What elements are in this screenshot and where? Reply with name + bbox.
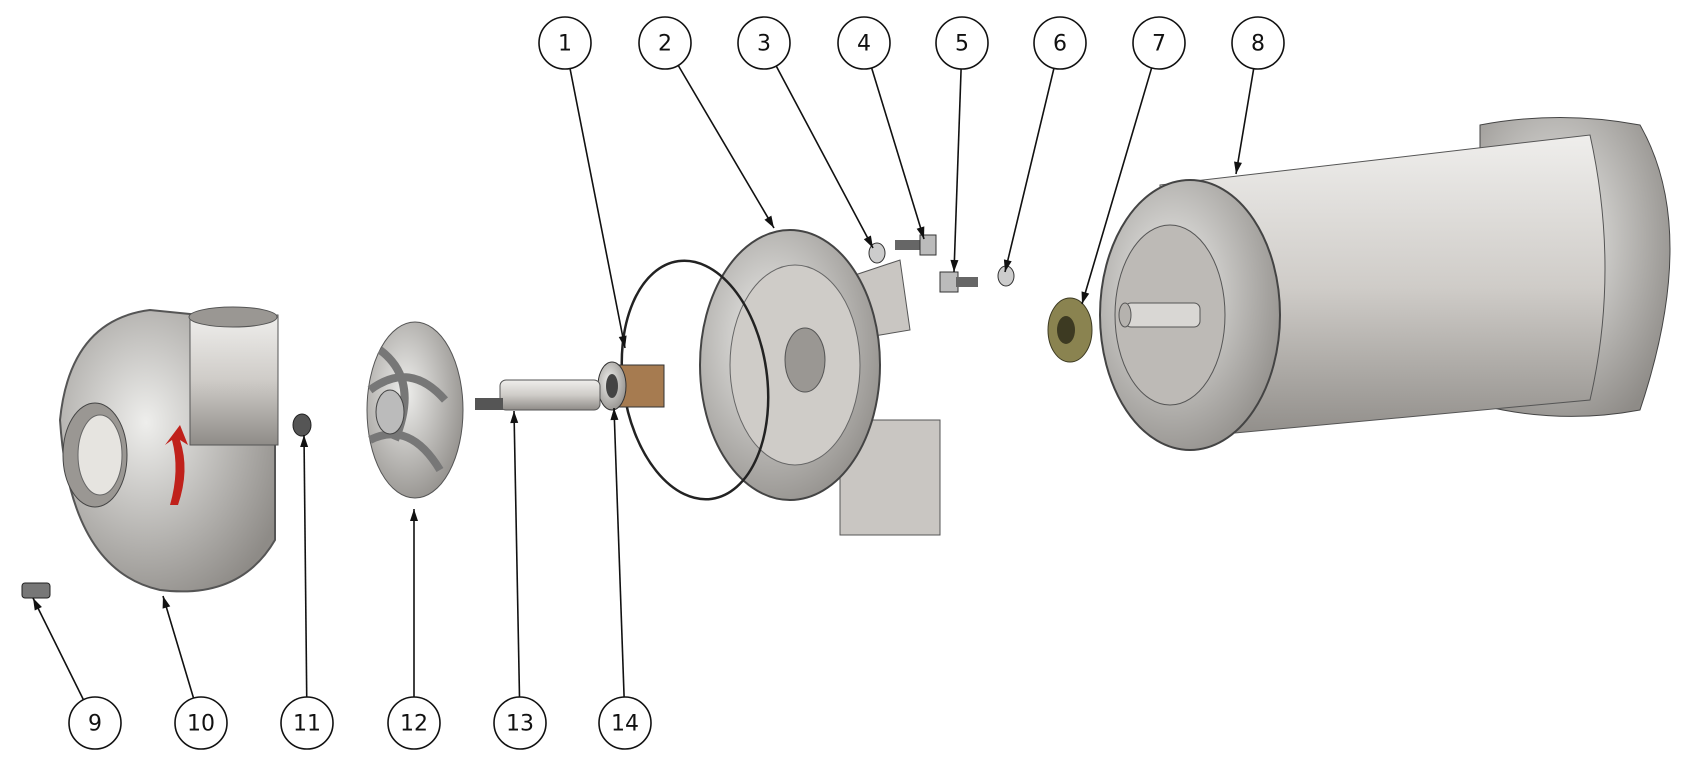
balloon-circle <box>1033 16 1087 70</box>
balloon-number: 10 <box>187 712 215 737</box>
leader-arrowhead <box>863 235 873 248</box>
balloon-number: 7 <box>1152 32 1166 57</box>
balloon-9: 9 <box>68 696 122 750</box>
part-impeller <box>366 321 464 499</box>
part-impeller-nut <box>292 413 312 437</box>
balloon-5: 5 <box>935 16 989 70</box>
balloon-number: 14 <box>611 712 639 737</box>
leader-arrowhead <box>916 226 925 239</box>
part-pump-casing <box>58 306 279 593</box>
balloon-number: 5 <box>955 32 969 57</box>
leader-line-10 <box>162 595 195 699</box>
balloon-number: 4 <box>857 32 871 57</box>
balloon-2: 2 <box>638 16 692 70</box>
balloon-3: 3 <box>737 16 791 70</box>
leader-line-4 <box>870 67 925 240</box>
part-motor <box>1099 117 1671 451</box>
balloon-number: 12 <box>400 712 428 737</box>
balloon-circle <box>387 696 441 750</box>
balloon-circle <box>935 16 989 70</box>
balloon-circle <box>538 16 592 70</box>
part-fasteners <box>868 234 1015 293</box>
balloon-8: 8 <box>1231 16 1285 70</box>
balloon-14: 14 <box>598 696 652 750</box>
leader-line-1 <box>569 68 626 349</box>
balloon-13: 13 <box>493 696 547 750</box>
balloon-number: 1 <box>558 32 572 57</box>
leader-arrowhead <box>1234 161 1242 174</box>
balloon-7: 7 <box>1132 16 1186 70</box>
leader-arrowhead <box>764 215 774 228</box>
leader-line-3 <box>775 65 874 249</box>
leader-arrowhead <box>33 598 42 611</box>
leader-line-11 <box>303 434 308 698</box>
balloon-circle <box>280 696 334 750</box>
part-shaft-sleeve <box>475 379 601 411</box>
leader-arrowhead <box>162 596 171 609</box>
part-adapter-bracket <box>699 229 941 536</box>
balloon-number: 13 <box>506 712 534 737</box>
balloon-number: 11 <box>293 712 321 737</box>
leader-line-7 <box>1081 67 1153 305</box>
balloon-number: 2 <box>658 32 672 57</box>
leader-line-8 <box>1235 68 1255 175</box>
leader-line-13 <box>513 410 521 698</box>
balloon-circle <box>638 16 692 70</box>
part-mechanical-seal <box>597 361 665 411</box>
balloon-number: 8 <box>1251 32 1265 57</box>
leader-arrowhead <box>610 408 619 421</box>
leader-line-2 <box>677 64 775 229</box>
balloon-6: 6 <box>1033 16 1087 70</box>
balloon-12: 12 <box>387 696 441 750</box>
balloon-circle <box>493 696 547 750</box>
leader-arrowhead <box>618 335 627 348</box>
leader-arrowhead <box>510 411 519 424</box>
balloon-11: 11 <box>280 696 334 750</box>
balloon-number: 3 <box>757 32 771 57</box>
leader-line-5 <box>953 68 962 273</box>
balloon-circle <box>837 16 891 70</box>
leader-arrowhead <box>300 435 309 448</box>
balloon-circle <box>1231 16 1285 70</box>
balloon-circle <box>598 696 652 750</box>
balloon-1: 1 <box>538 16 592 70</box>
leader-line-6 <box>1004 68 1055 273</box>
balloon-number: 9 <box>88 712 102 737</box>
part-shaft-collar <box>1047 297 1093 363</box>
balloon-number: 6 <box>1053 32 1067 57</box>
leader-arrowhead <box>410 509 418 521</box>
leader-arrowhead <box>1003 259 1012 272</box>
balloon-circle <box>68 696 122 750</box>
leader-arrowhead <box>1081 291 1090 304</box>
leader-arrowhead <box>950 259 959 272</box>
balloon-circle <box>174 696 228 750</box>
balloon-circle <box>1132 16 1186 70</box>
balloon-10: 10 <box>174 696 228 750</box>
balloon-4: 4 <box>837 16 891 70</box>
balloon-circle <box>737 16 791 70</box>
part-drain-plug <box>21 582 51 599</box>
leader-line-9 <box>32 597 85 701</box>
leader-line-14 <box>613 407 625 698</box>
